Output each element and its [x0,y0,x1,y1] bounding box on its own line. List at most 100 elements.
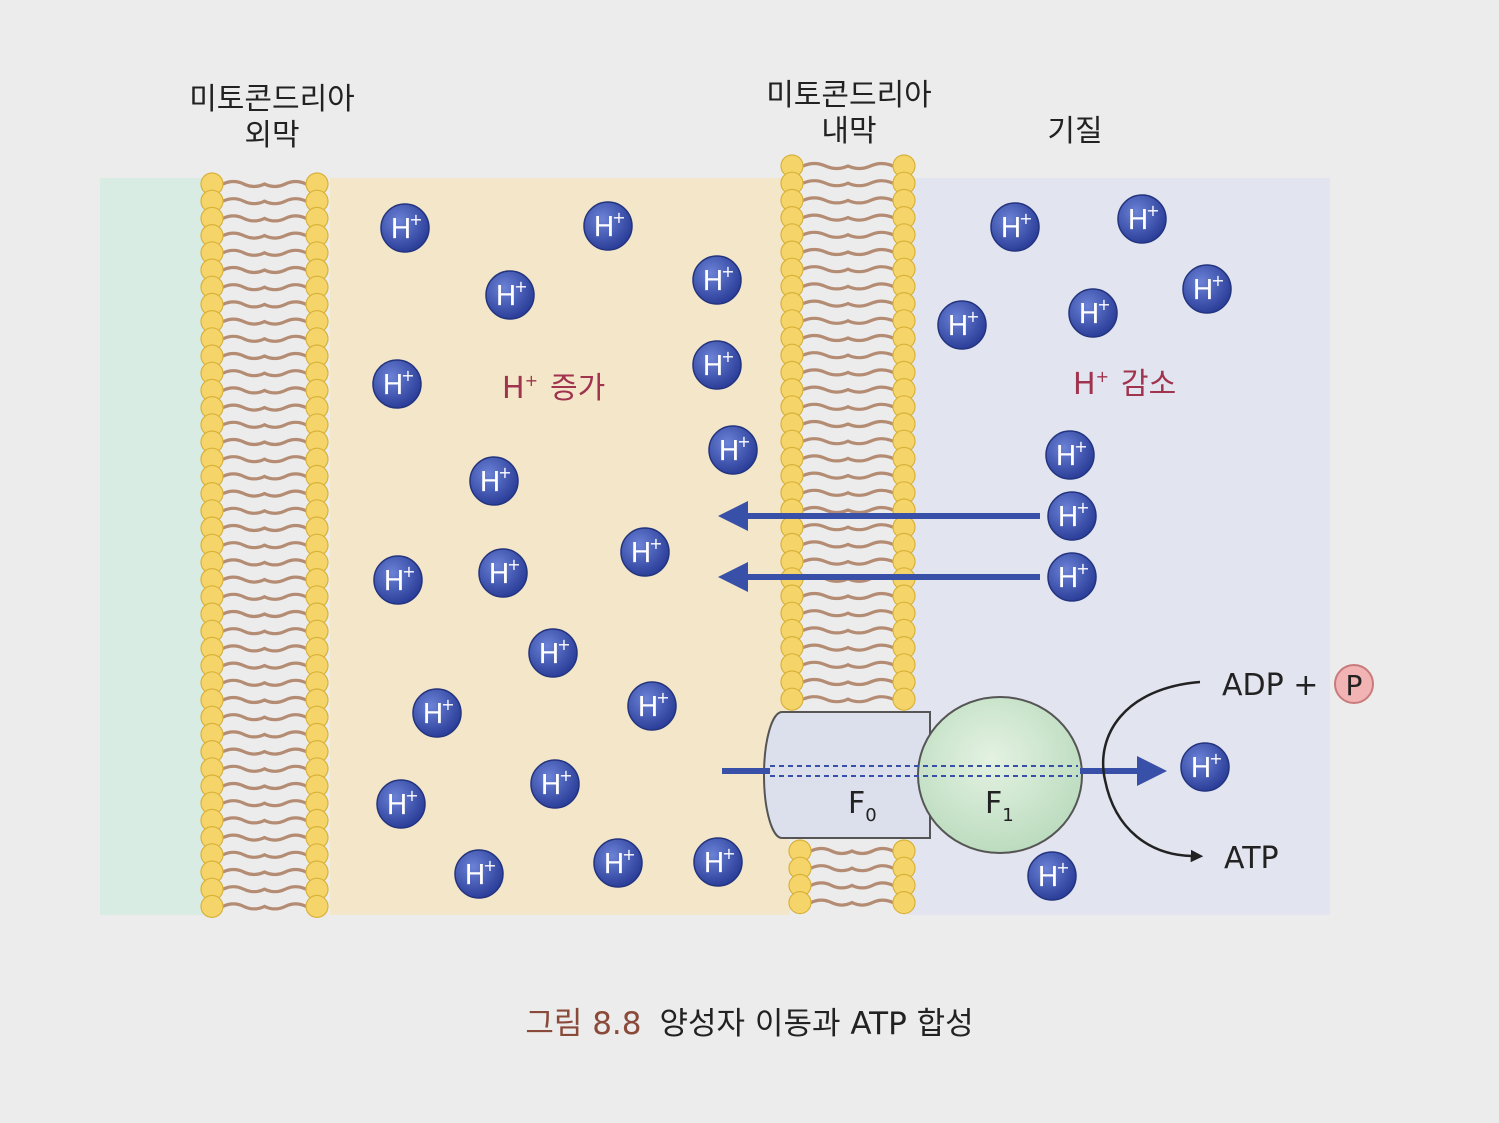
lipid-tail [262,764,308,773]
svg-text:+: + [612,208,625,227]
lipid-tail [846,402,895,411]
lipid-tail [801,437,850,446]
lipid-tail [801,385,850,394]
lipid-tail [846,368,895,377]
lipid-tail [262,695,308,705]
lipid-tail [262,523,308,533]
lipid-tail [846,660,895,669]
lipid-tail [221,351,267,361]
lipid-tail [801,161,850,171]
lipid-tail [221,506,267,515]
h-decrease-label: H+감소 [1073,367,1176,402]
svg-text:+: + [498,463,511,482]
lipid-tail [801,540,850,549]
lipid-tail [262,558,308,567]
outer-membrane-label-line2: 외막 [244,118,300,153]
lipid-tail [846,316,895,325]
lipid-tail [262,661,308,670]
svg-text:H: H [1190,751,1211,784]
proton-h-plus: H+ [1027,851,1077,901]
lipid-tail [846,282,895,291]
lipid-tail [221,541,267,550]
lipid-tail [262,781,308,791]
inner-membrane-label-line1: 미토콘드리아 [766,78,932,113]
phosphate-label: P [1346,669,1363,702]
lipid-tail [801,488,850,497]
lipid-tail [262,592,308,601]
lipid-tail [262,506,308,515]
proton-h-plus: H+ [380,203,430,253]
svg-text:H: H [382,368,403,401]
svg-text:+: + [1019,209,1032,228]
f0-label: F0 [848,786,877,826]
lipid-tail [221,816,267,825]
phospholipid-head [305,894,329,919]
lipid-tail [262,644,308,653]
svg-text:H: H [383,564,404,597]
proton-h-plus: H+ [627,681,677,731]
svg-text:+: + [483,856,496,875]
lipid-tail [846,161,895,171]
cytosol-region [100,178,210,915]
lipid-tail [262,816,308,825]
proton-h-plus: H+ [412,688,462,738]
lipid-tail [846,626,895,635]
lipid-tail [801,196,850,205]
svg-text:+: + [514,277,527,296]
lipid-tail [846,333,895,343]
lipid-tail [846,247,895,257]
proton-h-plus: H+ [593,838,643,888]
lipid-tail [801,333,850,343]
svg-text:H: H [1057,500,1078,533]
svg-text:H: H [630,536,651,569]
lipid-tail [846,540,895,549]
svg-text:H: H [1192,273,1213,306]
lipid-tail [850,898,895,907]
svg-text:+: + [559,766,572,785]
lipid-tail [221,420,267,429]
atp-synthesis-arrow [1101,680,1204,863]
phosphate-circle [1334,664,1374,704]
lipid-tail [262,609,308,619]
proton-h-plus: H+ [692,340,742,390]
proton-h-plus: H+ [692,255,742,305]
lipid-tail [801,316,850,325]
lipid-tail [221,214,267,223]
proton-h-plus: H+ [454,849,504,899]
lipid-tail [221,558,267,567]
proton-h-plus: H+ [1180,742,1230,792]
svg-text:+: + [1056,858,1069,877]
lipid-tail [801,351,850,360]
lipid-tail [221,592,267,601]
proton-h-plus: H+ [530,759,580,809]
svg-text:+: + [1076,559,1089,578]
proton-h-plus: H+ [1182,264,1232,314]
lipid-tail [846,230,895,239]
svg-text:H: H [495,279,516,312]
lipid-tail [221,902,267,911]
svg-text:H: H [702,349,723,382]
lipid-tail [221,730,267,739]
lipid-tail [221,850,267,859]
proton-h-plus: H+ [376,779,426,829]
lipid-tail [262,231,308,240]
lipid-tail [262,265,308,275]
proton-h-plus: H+ [583,201,633,251]
lipid-tail [221,334,267,343]
lipid-tail [221,403,267,412]
lipid-tail [221,197,267,206]
phospholipid-head [892,687,916,711]
lipid-tail [809,881,854,890]
lipid-tail [221,799,267,808]
svg-text:+: + [1074,437,1087,456]
outer-membrane [200,172,329,919]
svg-text:H: H [1057,561,1078,594]
lipid-tail [221,300,267,309]
lipid-tail [801,523,850,532]
inner-membrane [780,154,916,915]
lipid-tail [262,351,308,361]
lipid-tail [221,455,267,464]
svg-text:H: H [593,210,614,243]
adp-label: ADP + [1222,668,1318,703]
